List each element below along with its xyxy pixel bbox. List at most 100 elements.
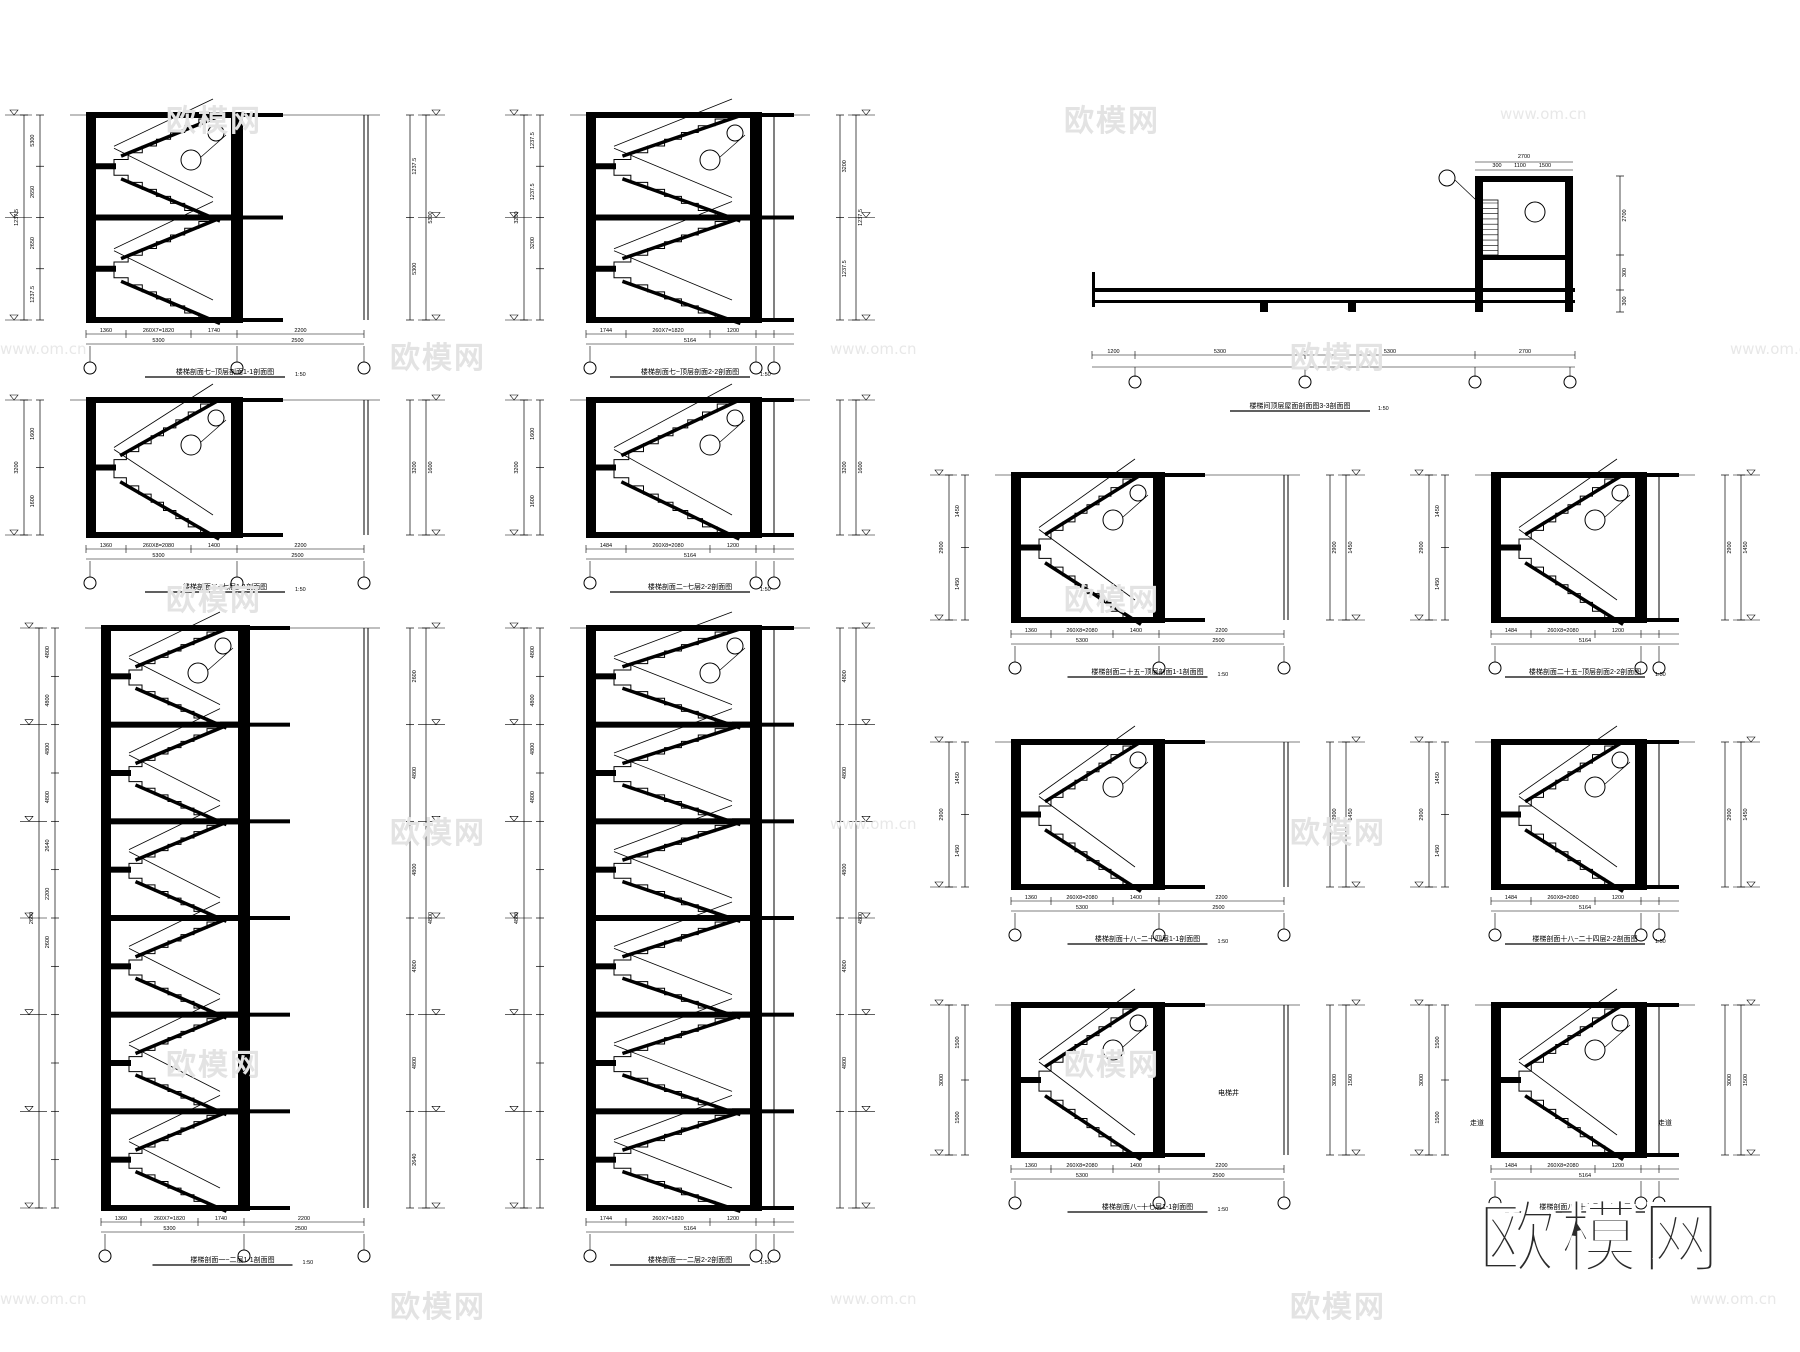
landing-slab: [1135, 739, 1153, 745]
dim-text: 260X8=2080: [1547, 895, 1578, 901]
stair-slab: [1524, 561, 1625, 626]
handrail: [128, 901, 221, 947]
section-caption: 楼梯剖面二~七层1-1剖面图: [183, 582, 267, 591]
dim-text: 2650: [30, 186, 36, 198]
watermark-url: www.om.cn: [1690, 1290, 1777, 1308]
stair-slab: [134, 627, 228, 669]
floor-slab: [762, 626, 794, 630]
detail-bubble: [1524, 201, 1546, 223]
detail-bubble: [699, 434, 721, 456]
landing-slab: [732, 915, 750, 921]
floor-slab: [762, 215, 794, 220]
dim-text: 1484: [1505, 895, 1517, 901]
level-triangle: [509, 529, 519, 536]
floor-slab: [586, 721, 762, 728]
section-caption: 楼梯剖面十八~二十四层1-1剖面图: [1095, 934, 1200, 943]
watermark-logo-large: 欧模网: [1477, 1193, 1725, 1285]
wall-middle: [231, 400, 243, 535]
stair-section-a3: 4800480048004800264022002600260026004800…: [20, 611, 445, 1266]
handrail: [1518, 458, 1618, 528]
stair-slab: [621, 177, 742, 223]
landing-slab: [220, 721, 238, 728]
level-triangle: [431, 394, 441, 401]
section-scale: 1:50: [760, 587, 771, 593]
stair-slab: [621, 1073, 741, 1117]
stair-treads: [113, 403, 213, 468]
stair-slab: [621, 723, 741, 766]
dim-text: 2900: [1419, 808, 1425, 820]
watermark-logo: 欧模网: [1290, 1290, 1386, 1325]
landing-slab: [732, 1011, 750, 1018]
stair-treads: [1518, 745, 1617, 815]
dim-text: 260X8=2080: [1066, 628, 1097, 634]
dim-text: 2900: [1727, 808, 1733, 820]
leader-line: [1454, 179, 1477, 201]
dim-text: 5164: [684, 1226, 696, 1232]
dim-text: 4800: [842, 767, 848, 779]
dim-text: 260X8=2080: [143, 543, 174, 549]
floor-slab: [1165, 618, 1205, 622]
stair-slab: [134, 783, 228, 827]
stair-slab: [134, 1013, 228, 1056]
floor-slab: [1647, 1003, 1679, 1007]
corridor-label: 走道: [1470, 1118, 1484, 1127]
axis-bubble: [1008, 928, 1022, 942]
floor-slab: [586, 625, 762, 631]
floor-slab: [762, 1012, 794, 1017]
level-triangle: [1351, 614, 1361, 621]
axis-bubble: [767, 361, 781, 375]
detail-bubble: [1584, 509, 1606, 531]
dim-text: 1237.5: [412, 158, 418, 175]
dim-text: 2900: [939, 541, 945, 553]
axis-bubble: [749, 361, 763, 375]
roof-slab: [1092, 300, 1575, 303]
landing-slab: [732, 214, 750, 221]
handrail: [613, 851, 733, 899]
landing-slab: [594, 673, 616, 680]
watermark-url: www.om.cn: [830, 1290, 917, 1308]
level-triangle: [431, 1009, 441, 1016]
dim-text: 1200: [1107, 349, 1119, 355]
landing-slab: [594, 464, 616, 471]
detail-ref-circle: [1129, 751, 1147, 769]
floor-slab: [1491, 617, 1647, 623]
dim-text: 4800: [412, 767, 418, 779]
dim-text: 1450: [955, 505, 961, 517]
dim-text: 4800: [842, 1057, 848, 1069]
stair-section-b3: 4800480048004800480048004800480048004800…: [505, 611, 875, 1266]
floor-slab: [101, 1108, 250, 1115]
floor-slab: [762, 398, 794, 402]
dim-text: 1740: [215, 1216, 227, 1222]
level-triangle: [861, 529, 871, 536]
dim-text: 1450: [955, 772, 961, 784]
axis-bubble: [1488, 928, 1502, 942]
floor-slab: [586, 1205, 762, 1211]
level-triangle: [509, 1009, 519, 1016]
landing-slab: [1617, 472, 1635, 478]
landing-slab: [220, 818, 238, 825]
handrail: [1518, 529, 1618, 601]
section-scale: 1:50: [1655, 672, 1666, 678]
stair-treads: [1518, 1008, 1617, 1080]
dim-text: 1450: [1743, 541, 1749, 553]
floor-slab: [250, 916, 290, 920]
beam: [1348, 302, 1356, 312]
floor-slab: [762, 113, 794, 117]
stair-treads: [1038, 549, 1135, 621]
section-scale: 1:50: [1218, 672, 1229, 678]
floor-slab: [243, 113, 283, 117]
landing-slab: [732, 818, 750, 825]
landing-slab: [1499, 544, 1521, 551]
wall-middle: [1635, 1005, 1647, 1155]
floor-slab: [101, 1011, 250, 1018]
stair-treads: [1038, 816, 1135, 888]
tower-roof: [1475, 176, 1573, 182]
dim-text: 1500: [1348, 1074, 1354, 1086]
stair-slab: [621, 1013, 741, 1056]
floor-slab: [250, 722, 290, 727]
dim-text: 2600: [412, 670, 418, 682]
floor-slab: [1491, 884, 1647, 890]
dim-text: 4800: [412, 864, 418, 876]
level-triangle: [861, 109, 871, 116]
level-triangle: [861, 1106, 871, 1112]
